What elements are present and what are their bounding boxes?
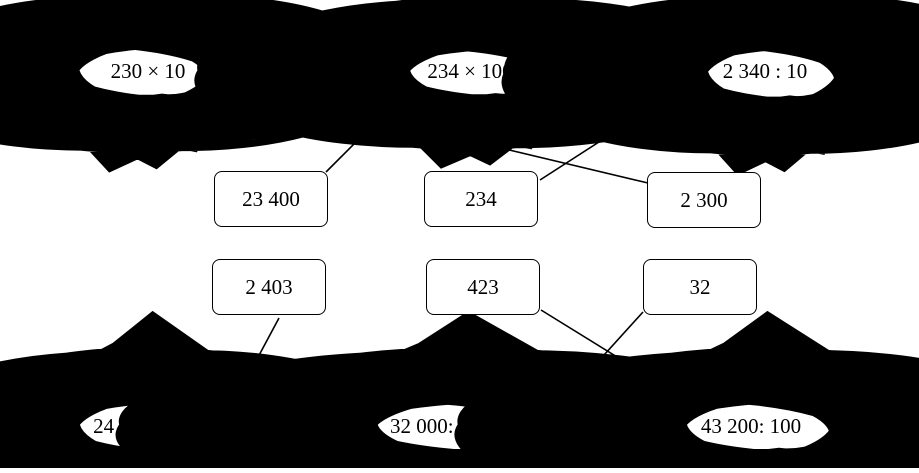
answer-label: 2 300 bbox=[680, 187, 728, 212]
answer-label: 234 bbox=[465, 186, 497, 211]
answer-label: 32 bbox=[689, 274, 711, 299]
cloud-label: 230 × 10 bbox=[111, 59, 186, 83]
answer-box-423: 423 bbox=[426, 259, 540, 315]
cloud-label: 43 200: 100 bbox=[701, 414, 801, 438]
cloud-label: 234 × 100 bbox=[427, 59, 512, 83]
answer-box-234: 234 bbox=[424, 171, 538, 227]
answer-box-23400: 23 400 bbox=[214, 171, 328, 227]
cloud-label: 2 340 : 10 bbox=[723, 59, 808, 83]
answer-box-2403: 2 403 bbox=[212, 259, 326, 315]
cloud-234x100: 234 × 100 bbox=[368, 45, 583, 101]
cloud-43200div100: 43 200: 100 bbox=[642, 398, 874, 455]
answer-box-2300: 2 300 bbox=[647, 172, 761, 228]
answer-label: 23 400 bbox=[242, 186, 300, 211]
answer-box-32: 32 bbox=[643, 259, 757, 315]
cloud-2340div10: 2 340 : 10 bbox=[668, 44, 874, 103]
answer-label: 423 bbox=[467, 274, 499, 299]
cloud-230x10: 230 × 10 bbox=[39, 43, 247, 101]
answer-label: 2 403 bbox=[245, 274, 293, 299]
